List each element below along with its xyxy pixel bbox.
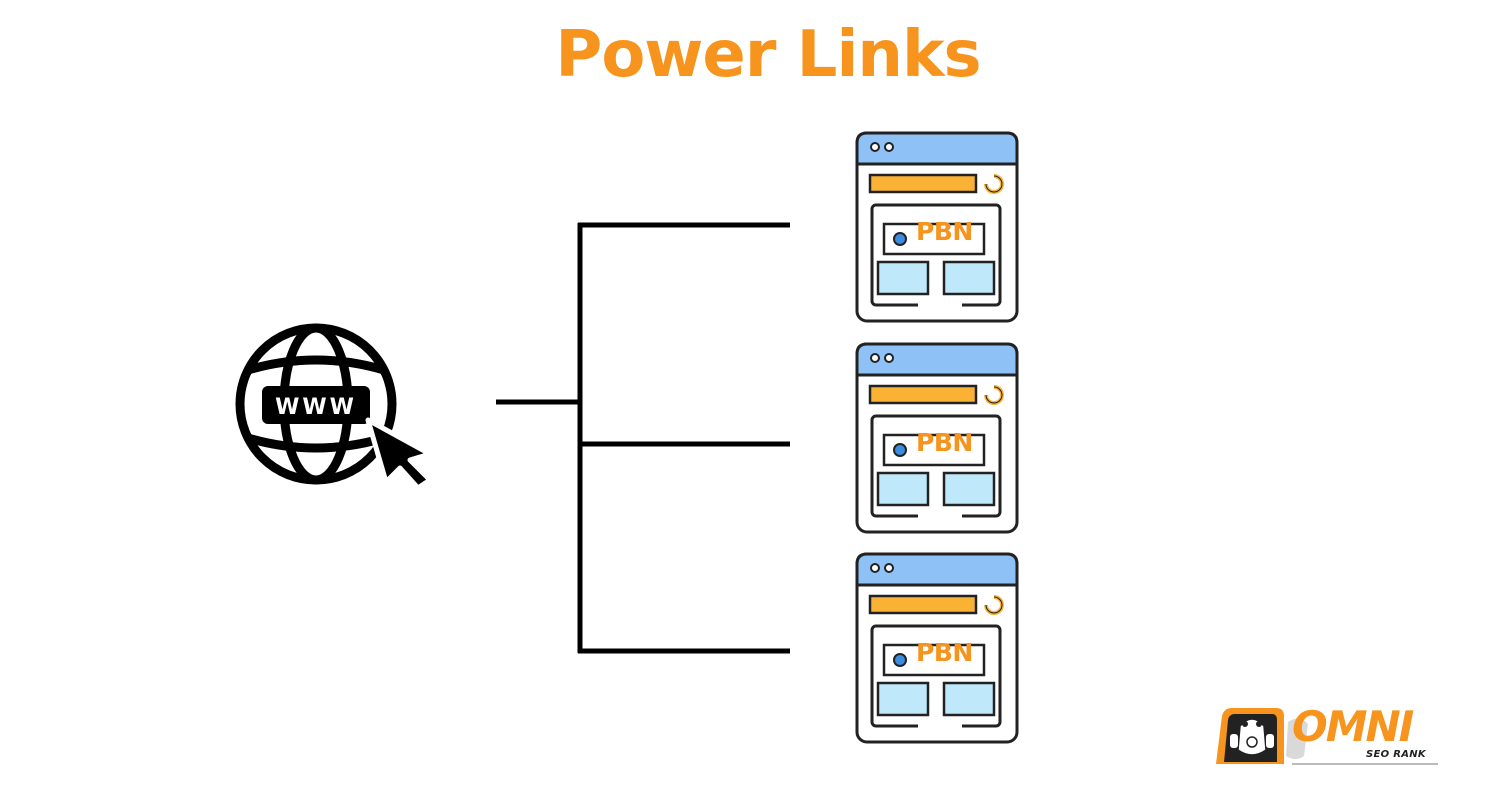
- www-text: WWW: [275, 395, 357, 420]
- browser-window-icon: [855, 131, 1019, 323]
- globe-www-icon: WWW: [234, 322, 434, 491]
- pbn-label: PBN: [916, 428, 973, 457]
- pbn-label: PBN: [916, 638, 973, 667]
- browser-window-icon: [855, 342, 1019, 534]
- browser-window-icon: [855, 552, 1019, 744]
- omni-seo-rank-logo: OMNI SEO RANK: [1212, 704, 1448, 768]
- cursor-icon: [365, 417, 433, 491]
- robot-mascot-icon: [1216, 708, 1438, 765]
- pbn-site-3: PBN: [854, 551, 1020, 745]
- pbn-label: PBN: [916, 217, 973, 246]
- pbn-site-2: PBN: [854, 341, 1020, 535]
- page-title: Power Links: [555, 18, 981, 92]
- pbn-site-1: PBN: [854, 130, 1020, 324]
- logo-wordmark: OMNI: [1292, 702, 1414, 751]
- logo-tagline: SEO RANK: [1366, 749, 1426, 760]
